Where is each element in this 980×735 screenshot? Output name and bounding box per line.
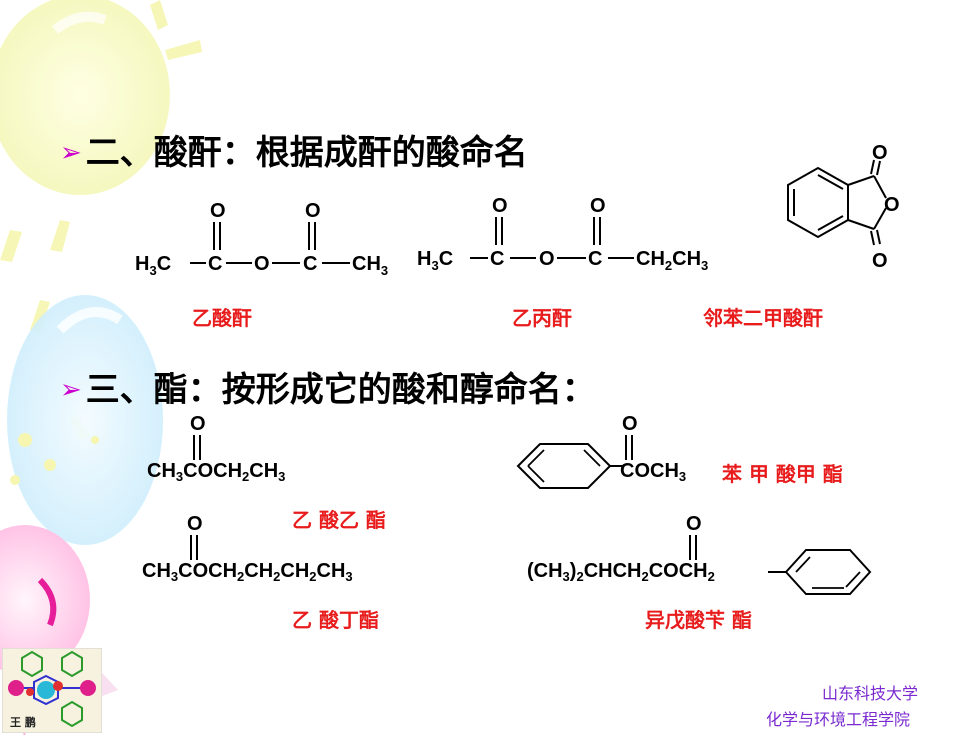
yellow-dots (10, 433, 99, 485)
carbonyl-group: O (187, 513, 203, 560)
atom-ch3: CH3 (352, 253, 388, 278)
footer-college: 化学与环境工程学院 (766, 710, 911, 729)
name-acetic-anhydride: 乙酸酐 (192, 306, 252, 330)
atom-o: O (210, 200, 226, 222)
atom-h3c: H3C (135, 253, 171, 278)
acetic-propionic-anhydride-structure: O O H3C C O C CH2CH3 (417, 195, 708, 273)
carbonyl-group: O (686, 513, 702, 560)
heading-anhydride: ➢二、酸酐：根据成酐的酸命名 (60, 125, 528, 174)
atom-o: O (254, 253, 270, 275)
atom-o: O (872, 250, 888, 272)
bullet-icon: ➢ (60, 138, 82, 168)
atom-c: C (588, 248, 602, 270)
acetic-anhydride-structure: O O H3C C O C CH3 (135, 200, 388, 278)
formula-methyl-benzoate: COCH3 (620, 460, 687, 484)
formula-ethyl-acetate: CH3COCH2CH3 (147, 460, 286, 484)
benzoate-structure: O (516, 413, 638, 489)
name-acetic-propionic-anhydride: 乙丙酐 (512, 306, 572, 330)
name-butyl-acetate: 乙 酸丁酯 (292, 608, 379, 632)
formula-benzyl-isovalerate: (CH3)2CHCH2COCH2 (527, 560, 715, 584)
formula-butyl-acetate: CH3COCH2CH2CH2CH3 (142, 560, 353, 584)
yellow-balloon (0, 0, 170, 195)
atom-c: C (490, 248, 504, 270)
footer-university: 山东科技大学 (822, 684, 919, 703)
atom-o: O (187, 513, 203, 535)
atom-ch2ch3: CH2CH3 (636, 248, 708, 273)
atom-o: O (539, 248, 555, 270)
bullet-icon: ➢ (60, 375, 82, 405)
carbonyl-group: O (190, 413, 206, 460)
heading-anhydride-text: 二、酸酐：根据成酐的酸命名 (85, 133, 528, 173)
atom-c: C (208, 253, 222, 275)
phthalic-anhydride-structure: O O O (787, 142, 900, 272)
atom-h3c: H3C (417, 248, 453, 273)
heading-ester-text: 三、酯：按形成它的酸和醇命名： (85, 370, 596, 410)
author-label: 王 鹏 (10, 716, 36, 729)
atom-o: O (305, 200, 321, 222)
atom-o: O (622, 413, 638, 435)
heading-ester: ➢三、酯：按形成它的酸和醇命名： (60, 362, 596, 411)
atom-o: O (686, 513, 702, 535)
atom-o: O (492, 195, 508, 217)
porphyrin-logo (2, 648, 102, 733)
name-methyl-benzoate: 苯 甲 酸甲 酯 (722, 462, 843, 486)
blue-balloon (7, 295, 163, 545)
atom-o: O (872, 142, 888, 164)
atom-o: O (590, 195, 606, 217)
atom-o: O (190, 413, 206, 435)
benzyl-ring (768, 549, 872, 595)
name-phthalic-anhydride: 邻苯二甲酸酐 (703, 306, 823, 330)
name-ethyl-acetate: 乙 酸乙 酯 (292, 508, 386, 532)
atom-c: C (303, 253, 317, 275)
atom-o: O (884, 194, 900, 216)
name-benzyl-isovalerate: 异戊酸苄 酯 (645, 608, 752, 632)
